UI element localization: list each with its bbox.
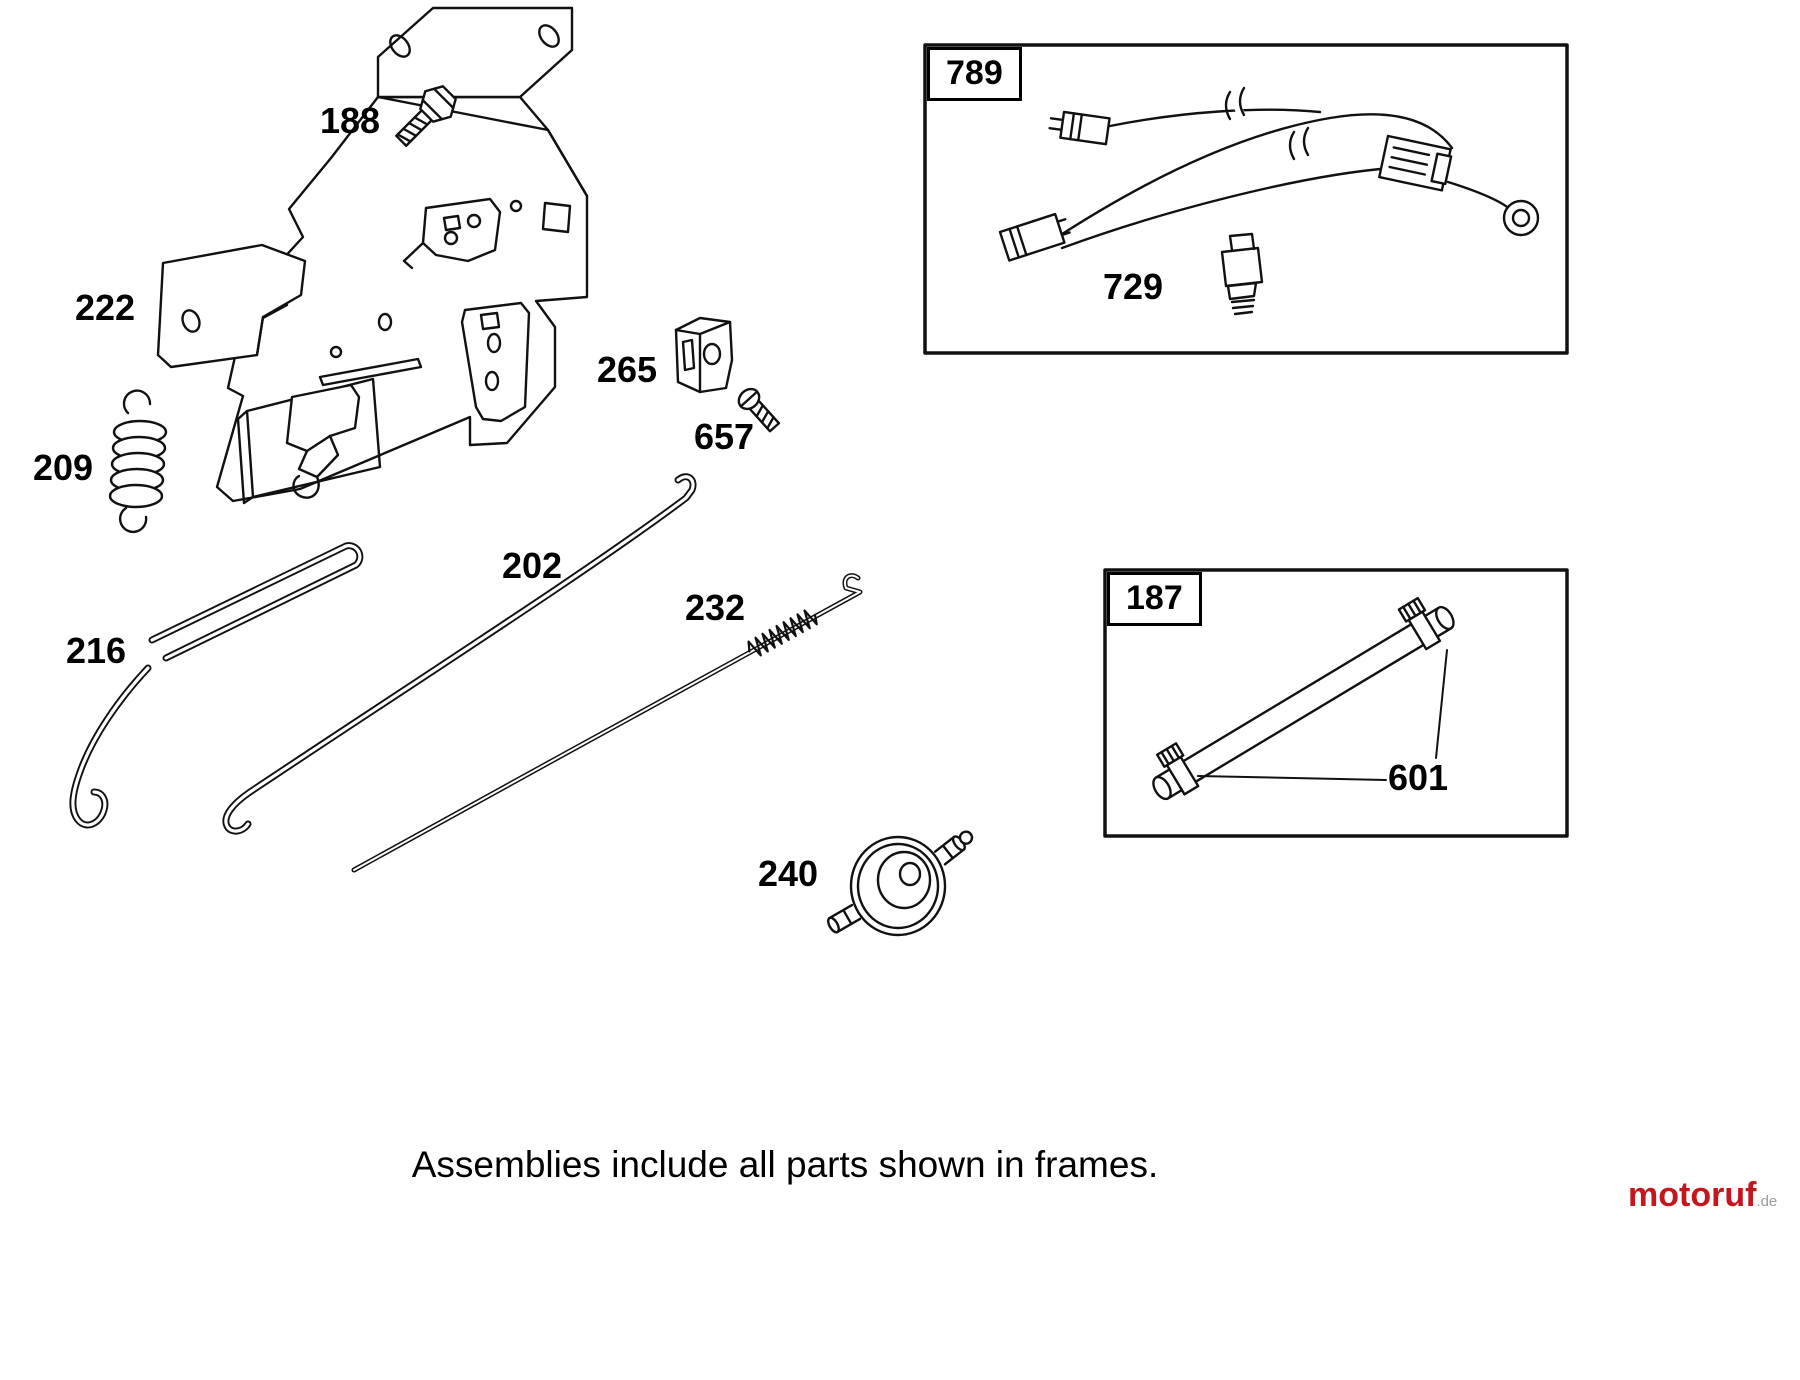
part-label-202: 202 [502, 545, 563, 586]
part-265 [674, 316, 734, 394]
motoruf-logo: motoruf.de [1628, 1178, 1777, 1212]
fuel-filter-240 [826, 830, 974, 937]
screw-657 [737, 387, 781, 433]
frame-187 [1103, 568, 1569, 838]
part-label-222: 222 [75, 287, 136, 328]
fuel-pipe [1152, 596, 1455, 801]
rod-232 [351, 573, 863, 873]
rod-216 [69, 542, 364, 829]
part-label-657: 657 [694, 416, 755, 457]
mounting-bracket [215, 6, 589, 505]
frame-label-187: 187 [1107, 572, 1202, 626]
frame-789 [923, 43, 1569, 355]
frame-label-789: 789 [927, 47, 1022, 101]
part-label-601: 601 [1388, 757, 1449, 798]
part-label-240: 240 [758, 853, 819, 894]
part-label-216: 216 [66, 630, 127, 671]
caption: Assemblies include all parts shown in fr… [411, 1144, 1159, 1185]
spring-209 [108, 389, 168, 534]
part-label-209: 209 [33, 447, 94, 488]
rod-202 [222, 473, 697, 835]
part-label-729: 729 [1103, 266, 1164, 307]
part-label-265: 265 [597, 349, 658, 390]
logo-tld: .de [1756, 1193, 1778, 1210]
part-729 [1220, 232, 1264, 316]
bolt-188 [395, 85, 457, 147]
part-label-232: 232 [685, 587, 746, 628]
part-label-188: 188 [320, 100, 381, 141]
bracket-arm-222 [156, 243, 307, 369]
logo-brand: motoruf [1628, 1176, 1757, 1214]
